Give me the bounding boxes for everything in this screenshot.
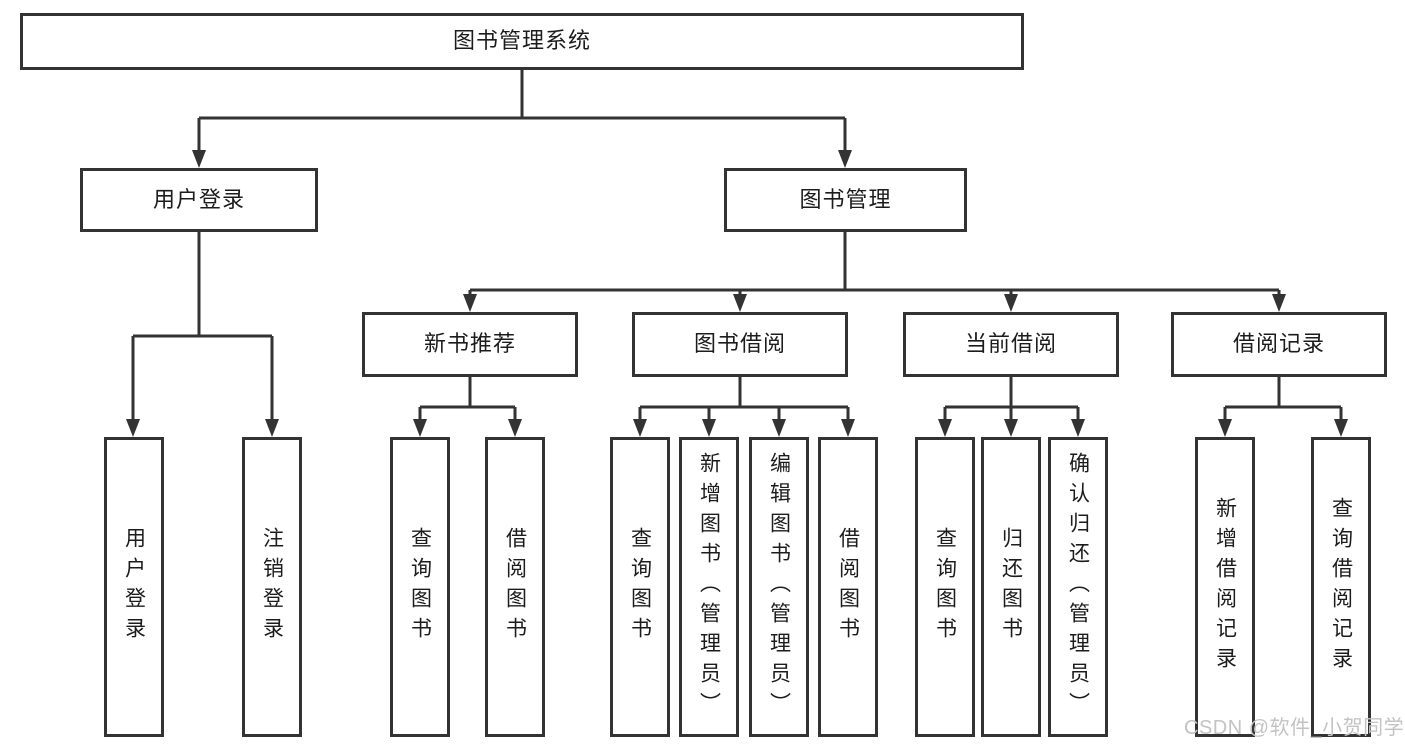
leaf-borrow-books-borrowing: 借阅图书: [818, 437, 878, 737]
leaf-label: 新增借阅记录: [1213, 497, 1237, 677]
arrow-icon: [1004, 419, 1018, 437]
arrow-icon: [1071, 419, 1085, 437]
arrow-icon: [772, 419, 786, 437]
arrow-icon: [1004, 294, 1018, 312]
arrow-icon: [192, 150, 206, 168]
arrow-icon: [702, 419, 716, 437]
arrow-icon: [1334, 419, 1348, 437]
leaf-label: 用户登录: [122, 527, 146, 647]
node-borrowing-records: 借阅记录: [1171, 312, 1387, 377]
leaf-user-login: 用户登录: [104, 437, 164, 737]
leaf-return-book: 归还图书: [981, 437, 1041, 737]
arrow-icon: [733, 294, 747, 312]
leaf-add-borrow-record: 新增借阅记录: [1195, 437, 1255, 737]
leaf-label: 借阅图书: [503, 527, 527, 647]
arrow-icon: [938, 419, 952, 437]
leaf-label: 归还图书: [999, 527, 1023, 647]
leaf-query-books-borrowing: 查询图书: [610, 437, 670, 737]
arrow-icon: [463, 294, 477, 312]
arrow-icon: [841, 419, 855, 437]
node-book-borrowing: 图书借阅: [632, 312, 848, 377]
leaf-label: 查询借阅记录: [1329, 497, 1353, 677]
leaf-label: 注销登录: [260, 527, 284, 647]
arrow-icon: [633, 419, 647, 437]
arrow-icon: [1272, 294, 1286, 312]
leaf-query-borrow-record: 查询借阅记录: [1311, 437, 1371, 737]
arrow-icon: [1218, 419, 1232, 437]
leaf-label: 编辑图书（管理员）: [767, 452, 791, 722]
arrow-icon: [413, 419, 427, 437]
arrow-icon: [265, 419, 279, 437]
leaf-query-books-current: 查询图书: [915, 437, 975, 737]
leaf-label: 查询图书: [408, 527, 432, 647]
node-current-borrowing: 当前借阅: [903, 312, 1119, 377]
arrow-icon: [126, 419, 140, 437]
leaf-label: 查询图书: [933, 527, 957, 647]
leaf-query-books-recommend: 查询图书: [390, 437, 450, 737]
leaf-edit-book-admin: 编辑图书（管理员）: [749, 437, 809, 737]
arrow-icon: [838, 150, 852, 168]
node-new-book-recommendation: 新书推荐: [362, 312, 578, 377]
node-library-management-system: 图书管理系统: [20, 13, 1024, 70]
node-book-management: 图书管理: [724, 168, 967, 232]
csdn-watermark: CSDN @软件_小贺同学: [1184, 717, 1405, 739]
node-user-login: 用户登录: [80, 168, 318, 232]
leaf-add-book-admin: 新增图书（管理员）: [679, 437, 739, 737]
leaf-logout: 注销登录: [242, 437, 302, 737]
leaf-label: 新增图书（管理员）: [697, 452, 721, 722]
arrow-icon: [508, 419, 522, 437]
leaf-confirm-return-admin: 确认归还（管理员）: [1048, 437, 1108, 737]
leaf-label: 借阅图书: [836, 527, 860, 647]
leaf-borrow-books-recommend: 借阅图书: [485, 437, 545, 737]
leaf-label: 查询图书: [628, 527, 652, 647]
leaf-label: 确认归还（管理员）: [1066, 452, 1090, 722]
